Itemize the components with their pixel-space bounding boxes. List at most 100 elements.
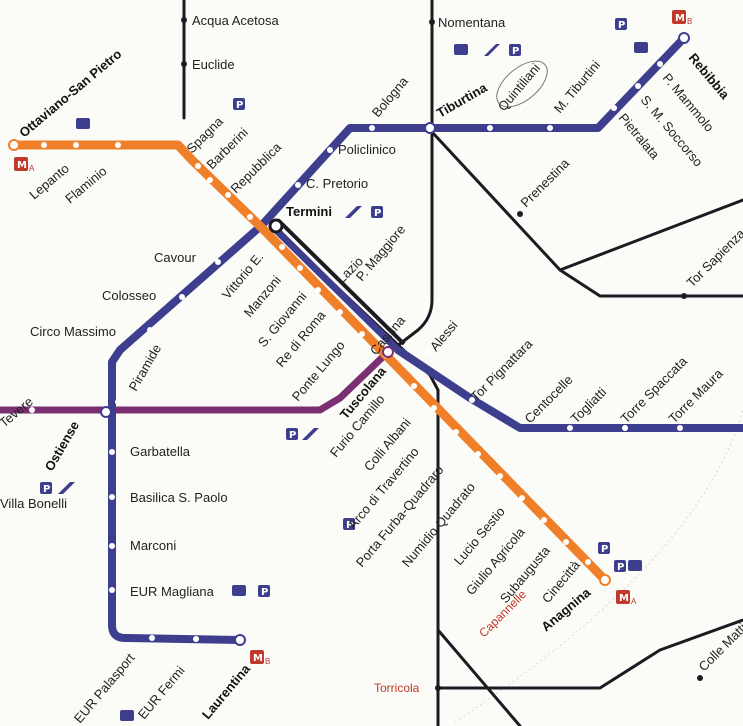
svg-text:P: P xyxy=(601,544,608,555)
station-label: Villa Bonelli xyxy=(0,496,67,511)
line-c-station-dots xyxy=(29,346,394,418)
station-label: Policlinico xyxy=(338,142,396,157)
station-label: Colle Mattia xyxy=(696,614,743,674)
station-label: Tiburtina xyxy=(434,80,490,121)
quintiliani-highlight xyxy=(496,60,548,108)
metro-badge-b-north: M B xyxy=(672,10,692,26)
station-label: Tor Sapienza xyxy=(684,225,743,290)
svg-text:M: M xyxy=(675,13,685,24)
station-label: C. Pretorio xyxy=(306,176,368,191)
station-label: Ostiense xyxy=(42,418,82,473)
station-label: Cavour xyxy=(154,250,197,265)
svg-text:P: P xyxy=(374,208,381,219)
station-tuscolana-interchange[interactable] xyxy=(382,346,394,358)
bus-icon xyxy=(232,585,246,596)
station-label: Acqua Acetosa xyxy=(192,13,279,28)
line-a-station-dots xyxy=(8,139,611,586)
rail-line-capannelle xyxy=(436,628,522,726)
svg-text:B: B xyxy=(265,657,270,666)
rail-line-torricola xyxy=(436,618,743,690)
svg-text:P: P xyxy=(512,46,519,57)
parking-icon: P xyxy=(343,518,355,531)
bus-icon xyxy=(76,118,90,129)
station-label: Termini xyxy=(286,204,332,219)
svg-text:P: P xyxy=(43,484,50,495)
station-label: EUR Magliana xyxy=(130,584,215,599)
station-label: Bologna xyxy=(369,73,412,120)
metro-badge-b-south: M B xyxy=(250,650,270,666)
parking-icons: P P P P P P P P P P xyxy=(40,18,627,598)
train-icon xyxy=(484,44,500,56)
parking-icon: P xyxy=(40,482,52,495)
parking-icon: P xyxy=(258,585,270,598)
line-b-station-dots xyxy=(109,32,690,646)
metro-badge-a-east: M A xyxy=(616,590,637,606)
station-label: Euclide xyxy=(192,57,235,72)
station-label: Prenestina xyxy=(518,155,573,210)
station-termini[interactable] xyxy=(268,218,284,234)
station-label: Garbatella xyxy=(130,444,191,459)
bus-icon xyxy=(628,560,642,571)
station-ostiense-interchange[interactable] xyxy=(100,406,112,418)
station-label: Laurentina xyxy=(199,661,254,722)
train-icon xyxy=(345,206,362,218)
train-icon xyxy=(58,482,75,494)
station-laurentina[interactable] xyxy=(234,634,246,646)
svg-text:B: B xyxy=(687,17,692,26)
metro-line-b-link xyxy=(268,222,402,354)
parking-icon: P xyxy=(615,18,627,31)
station-label: Torricola xyxy=(374,681,420,695)
background-arc xyxy=(454,409,743,723)
station-label: Colosseo xyxy=(102,288,156,303)
station-label: Centocelle xyxy=(522,372,576,426)
station-label: Quintiliani xyxy=(495,60,543,113)
parking-icon: P xyxy=(233,98,245,111)
svg-text:P: P xyxy=(289,430,296,441)
station-rebibbia[interactable] xyxy=(678,32,690,44)
metro-line-a xyxy=(9,140,610,585)
bus-icon xyxy=(634,42,648,53)
station-label: Togliatti xyxy=(568,384,610,426)
svg-text:P: P xyxy=(261,587,268,598)
svg-text:M: M xyxy=(17,160,27,171)
parking-icon: P xyxy=(371,206,383,219)
rail-line-tiburtina xyxy=(390,0,434,352)
station-label: Piramide xyxy=(126,342,165,394)
parking-icon: P xyxy=(286,428,298,441)
metro-line-c xyxy=(0,346,394,414)
station-label: Circo Massimo xyxy=(30,324,116,339)
parking-icon: P xyxy=(598,542,610,555)
rail-line-tor-sapienza xyxy=(558,198,743,272)
station-label: M. Tiburtini xyxy=(551,58,603,116)
metro-badge-a-west: M A xyxy=(14,157,35,173)
station-ottaviano[interactable] xyxy=(8,139,20,151)
rail-termini-link xyxy=(276,218,406,346)
station-label: P. Maggiore xyxy=(353,222,408,284)
train-icons xyxy=(58,44,500,494)
station-label: Alessi xyxy=(427,318,461,354)
bus-icons xyxy=(76,42,648,721)
svg-text:P: P xyxy=(236,100,243,111)
station-label: Ottaviano-San Pietro xyxy=(16,46,124,140)
station-label: Basilica S. Paolo xyxy=(130,490,228,505)
svg-text:A: A xyxy=(29,164,35,173)
rail-station-dots xyxy=(181,17,703,691)
station-anagnina[interactable] xyxy=(599,574,611,586)
parking-icon: P xyxy=(509,44,521,57)
svg-text:A: A xyxy=(631,597,637,606)
svg-text:P: P xyxy=(618,20,625,31)
station-label: EUR Fermi xyxy=(135,663,188,722)
station-label: Tor Pignattara xyxy=(468,336,536,404)
train-icon xyxy=(302,428,319,440)
bus-icon xyxy=(454,44,468,55)
svg-text:M: M xyxy=(253,653,263,664)
svg-text:M: M xyxy=(619,593,629,604)
svg-text:P: P xyxy=(617,562,624,573)
parking-icon: P xyxy=(614,560,626,573)
station-label: Marconi xyxy=(130,538,176,553)
station-label: Nomentana xyxy=(438,15,506,30)
rail-line-prenestina xyxy=(430,130,743,298)
bus-icon xyxy=(120,710,134,721)
